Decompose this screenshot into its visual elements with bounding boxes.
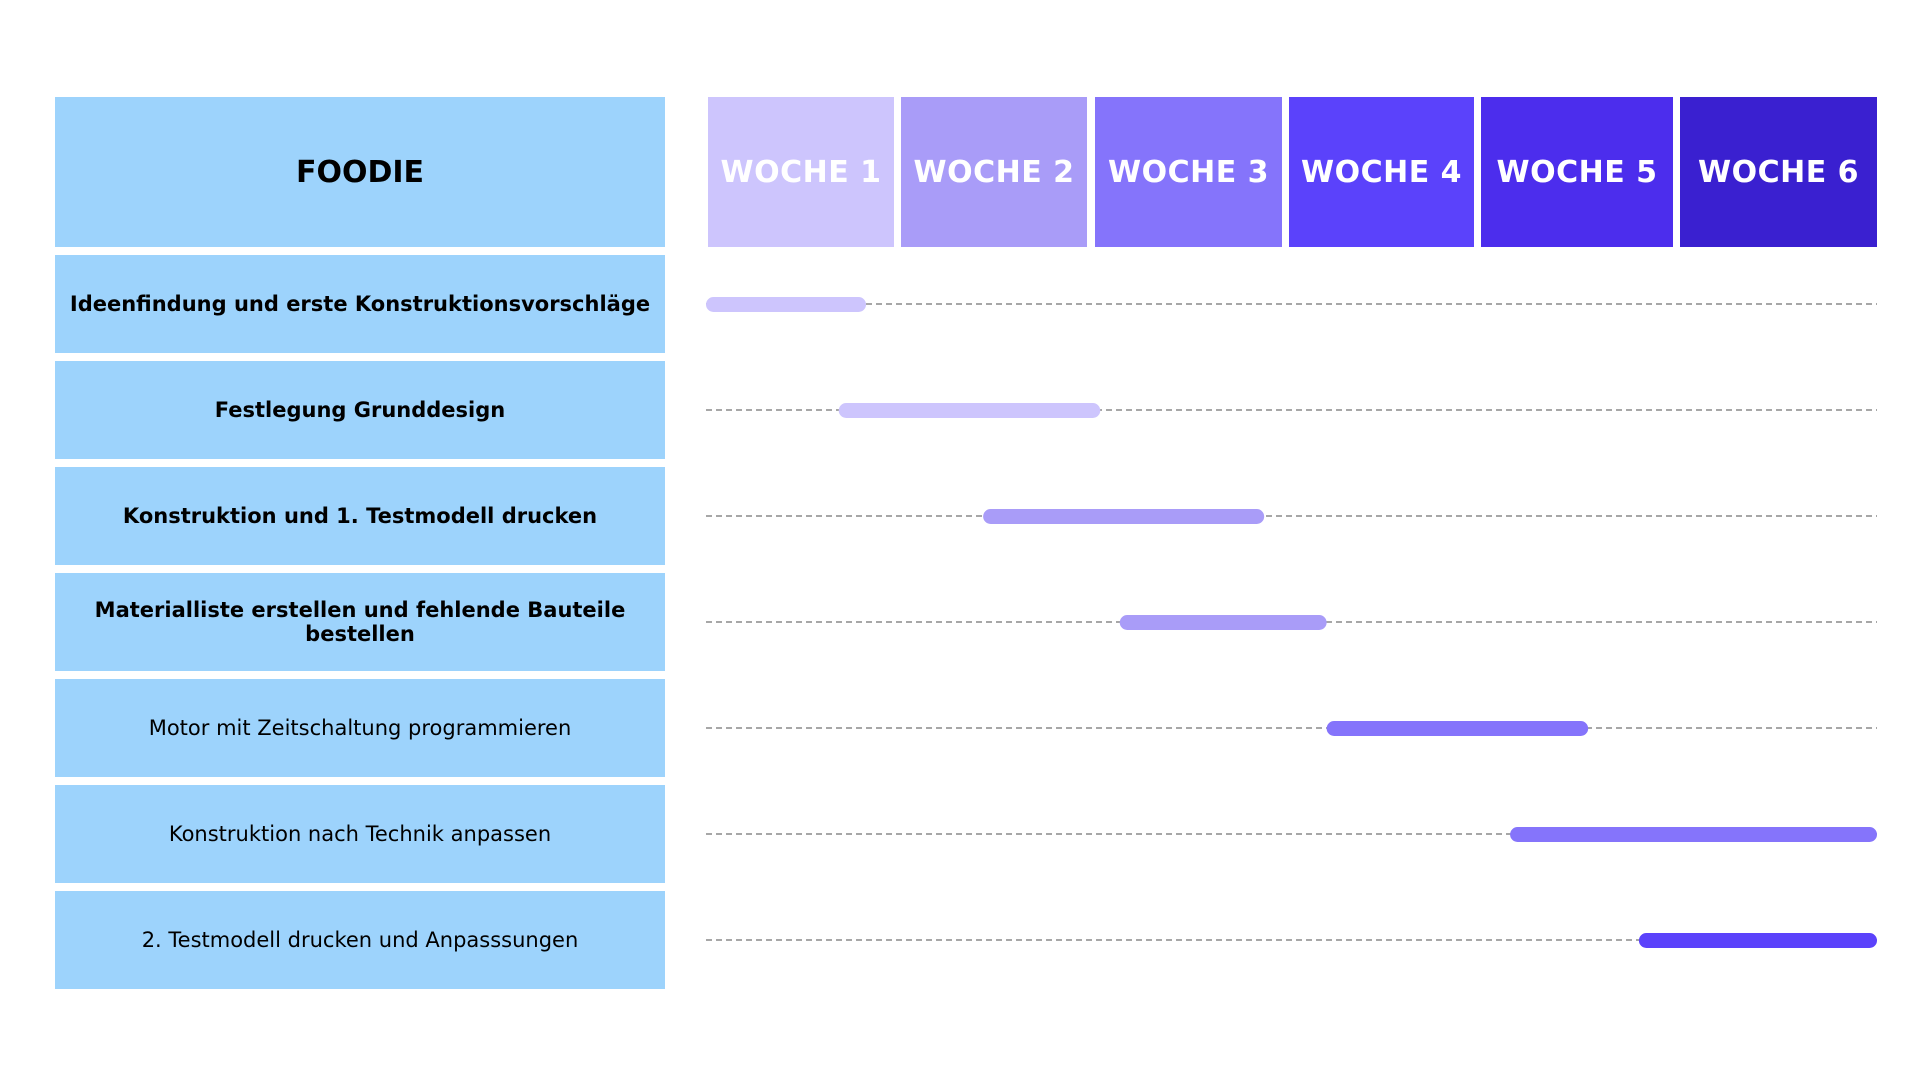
week-header-background	[1095, 97, 1282, 247]
week-header-label: WOCHE 3	[1107, 154, 1270, 190]
task-bar	[1119, 615, 1327, 630]
week-header-label: WOCHE 2	[913, 154, 1075, 190]
task-backgrounds	[55, 255, 665, 989]
task-bar	[983, 509, 1265, 524]
week-header-label: WOCHE 1	[720, 154, 882, 190]
week-header-label: WOCHE 5	[1496, 154, 1658, 190]
task-bars	[706, 297, 1877, 948]
project-header-background	[55, 97, 665, 247]
week-header-label: WOCHE 6	[1697, 154, 1860, 190]
task-label: Festlegung Grunddesign	[214, 398, 506, 422]
task-label: Konstruktion nach Technik anpassen	[168, 822, 552, 846]
week-header-background	[708, 97, 894, 247]
task-label: Ideenfindung und erste Konstruktionsvors…	[69, 292, 651, 316]
week-header-background	[1289, 97, 1474, 247]
week-header-background	[1680, 97, 1877, 247]
task-row-background	[55, 785, 665, 883]
task-bar	[1510, 827, 1877, 842]
task-row-background	[55, 467, 665, 565]
week-header-background	[1481, 97, 1673, 247]
task-label: Motor mit Zeitschaltung programmieren	[148, 716, 572, 740]
project-title: FOODIE	[295, 154, 425, 190]
task-row-background	[55, 891, 665, 989]
task-label: Materialliste erstellen und fehlende Bau…	[94, 598, 626, 646]
task-row-background	[55, 573, 665, 671]
task-bar	[706, 297, 867, 312]
task-label: Konstruktion und 1. Testmodell drucken	[122, 504, 598, 528]
task-bar	[1638, 933, 1877, 948]
task-label: 2. Testmodell drucken und Anpasssungen	[141, 928, 579, 952]
task-row-background	[55, 679, 665, 777]
week-header-background	[901, 97, 1087, 247]
week-header-label: WOCHE 4	[1300, 154, 1463, 190]
task-bar	[838, 403, 1101, 418]
week-backgrounds	[708, 97, 1877, 247]
task-bar	[1326, 721, 1589, 736]
task-row-background	[55, 361, 665, 459]
task-row-background	[55, 255, 665, 353]
